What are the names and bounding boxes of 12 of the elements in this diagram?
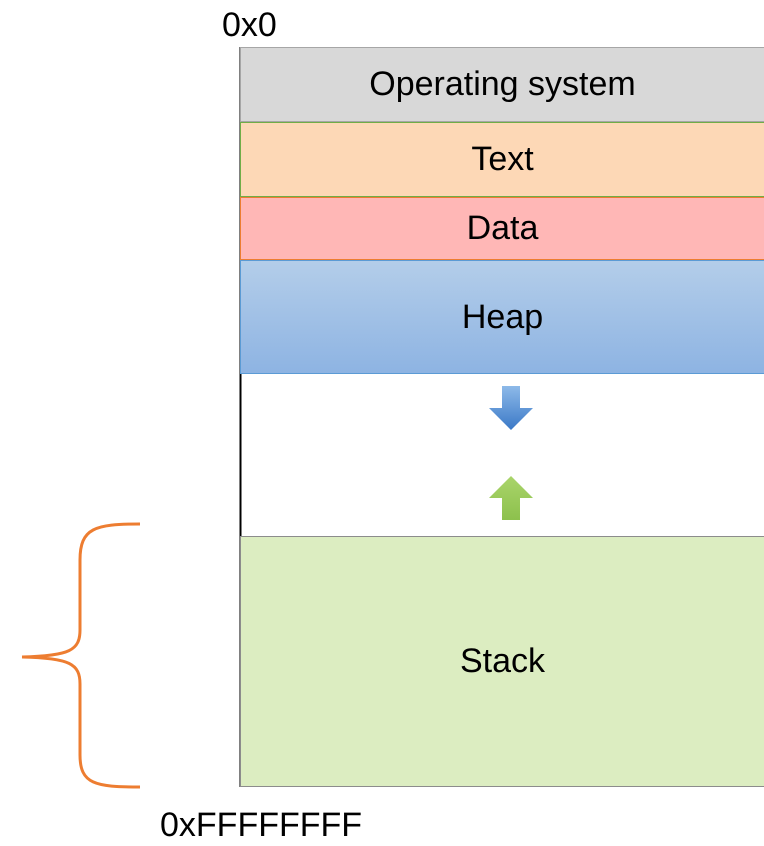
memory-segment	[240, 122, 764, 197]
memory-segment	[240, 536, 764, 787]
segment-label: Operating system	[369, 65, 636, 104]
segment-label: Heap	[462, 298, 544, 336]
segment-label: Data	[466, 209, 538, 248]
segment-label: Stack	[460, 642, 546, 681]
address-label: 0x0	[222, 6, 277, 45]
address-label: 0xFFFFFFFF	[160, 806, 362, 845]
memory-segment	[240, 260, 764, 374]
memory-segment	[240, 197, 764, 260]
segment-label: Text	[471, 140, 534, 179]
memory-segment	[240, 47, 764, 122]
